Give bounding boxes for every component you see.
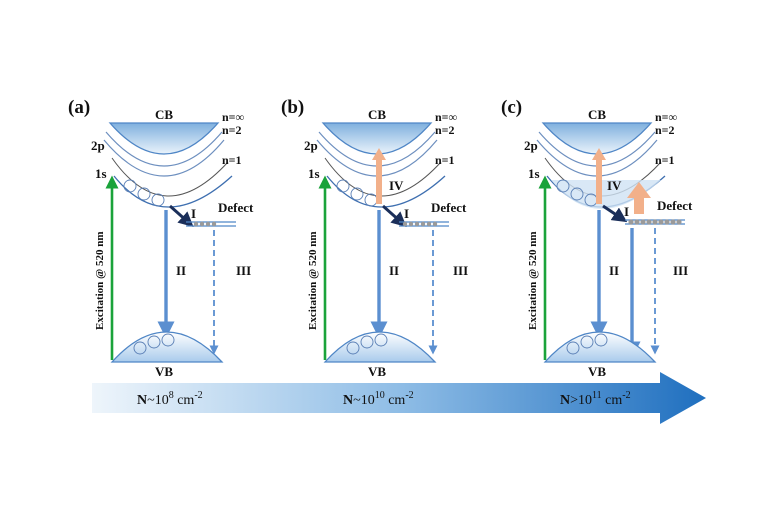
roman-iii: III <box>453 263 468 278</box>
density-arrow: N~108 cm-2 N~1010 cm-2 N>1011 cm-2 <box>92 372 706 424</box>
conduction-band <box>541 122 653 155</box>
defect-up-bar <box>634 196 644 214</box>
1s-label: 1s <box>308 166 320 181</box>
hole-circles <box>566 333 608 355</box>
roman-iii: III <box>673 263 688 278</box>
vb-label: VB <box>588 364 606 379</box>
roman-i: I <box>191 206 196 221</box>
n-inf-label: n=∞ <box>655 110 678 124</box>
n2-label: n=2 <box>435 123 455 137</box>
transition-iv-bar <box>596 158 602 204</box>
exciton-circles <box>123 179 165 207</box>
exciton-level-1s <box>326 175 446 208</box>
roman-iv: IV <box>607 178 622 193</box>
roman-iii: III <box>236 263 251 278</box>
n2-label: n=2 <box>222 123 242 137</box>
n1-label: n=1 <box>435 153 455 167</box>
1s-label: 1s <box>95 166 107 181</box>
transition-i-arrow <box>602 204 628 223</box>
transition-i-arrow <box>382 204 407 227</box>
transition-i-arrow <box>169 204 194 227</box>
defect-level <box>186 221 236 227</box>
density-label-a: N~108 cm-2 <box>137 390 203 408</box>
cb-label: CB <box>588 107 606 122</box>
cb-label: CB <box>368 107 386 122</box>
exciton-level-1s <box>113 175 233 208</box>
valence-band <box>110 331 224 363</box>
n-inf-label: n=∞ <box>435 110 458 124</box>
roman-iv: IV <box>389 178 404 193</box>
panel-b-label: (b) <box>281 97 304 118</box>
defect-label: Defect <box>657 198 693 213</box>
panel-a: (a) CB n=∞ n=2 n=1 2p 1s Excitation @ 52… <box>68 97 254 379</box>
defect-label: Defect <box>218 200 254 215</box>
2p-label: 2p <box>524 138 538 153</box>
excitation-label: Excitation @ 520 nm <box>307 231 319 330</box>
2p-label: 2p <box>91 138 105 153</box>
defect-level <box>399 221 449 227</box>
defect-label: Defect <box>431 200 467 215</box>
defect-level <box>625 219 685 225</box>
roman-ii: II <box>176 263 186 278</box>
roman-i: I <box>624 204 629 219</box>
density-label-b: N~1010 cm-2 <box>343 390 414 408</box>
excitation-label: Excitation @ 520 nm <box>527 231 539 330</box>
panel-a-label: (a) <box>68 97 90 118</box>
vb-label: VB <box>368 364 386 379</box>
hole-circles <box>346 333 388 355</box>
exciton-level-2 <box>105 131 223 167</box>
excitation-label: Excitation @ 520 nm <box>94 231 106 330</box>
n2-label: n=2 <box>655 123 675 137</box>
conduction-band <box>108 122 220 155</box>
1s-label: 1s <box>528 166 540 181</box>
density-label-c: N>1011 cm-2 <box>560 390 631 408</box>
exciton-fill <box>551 180 661 209</box>
valence-band <box>543 331 657 363</box>
n-inf-label: n=∞ <box>222 110 245 124</box>
roman-ii: II <box>609 263 619 278</box>
exciton-level-1 <box>111 157 229 197</box>
valence-band <box>323 331 437 363</box>
2p-label: 2p <box>304 138 318 153</box>
transition-iv-head <box>372 148 386 160</box>
vb-label: VB <box>155 364 173 379</box>
cb-label: CB <box>155 107 173 122</box>
n1-label: n=1 <box>222 153 242 167</box>
defect-up-head <box>627 182 651 198</box>
conduction-band <box>321 122 433 155</box>
panel-c: (c) CB n=∞ n=2 n=1 2p 1s Excitation @ 52… <box>501 97 693 379</box>
roman-ii: II <box>389 263 399 278</box>
roman-i: I <box>404 206 409 221</box>
exciton-level-2p <box>103 139 225 177</box>
n1-label: n=1 <box>655 153 675 167</box>
panel-b: (b) CB n=∞ n=2 n=1 2p 1s Excitation @ 52… <box>281 97 468 379</box>
hole-circles <box>133 333 175 355</box>
panel-c-label: (c) <box>501 97 522 118</box>
transition-iv-bar <box>376 158 382 204</box>
transition-iv-head <box>592 148 606 160</box>
